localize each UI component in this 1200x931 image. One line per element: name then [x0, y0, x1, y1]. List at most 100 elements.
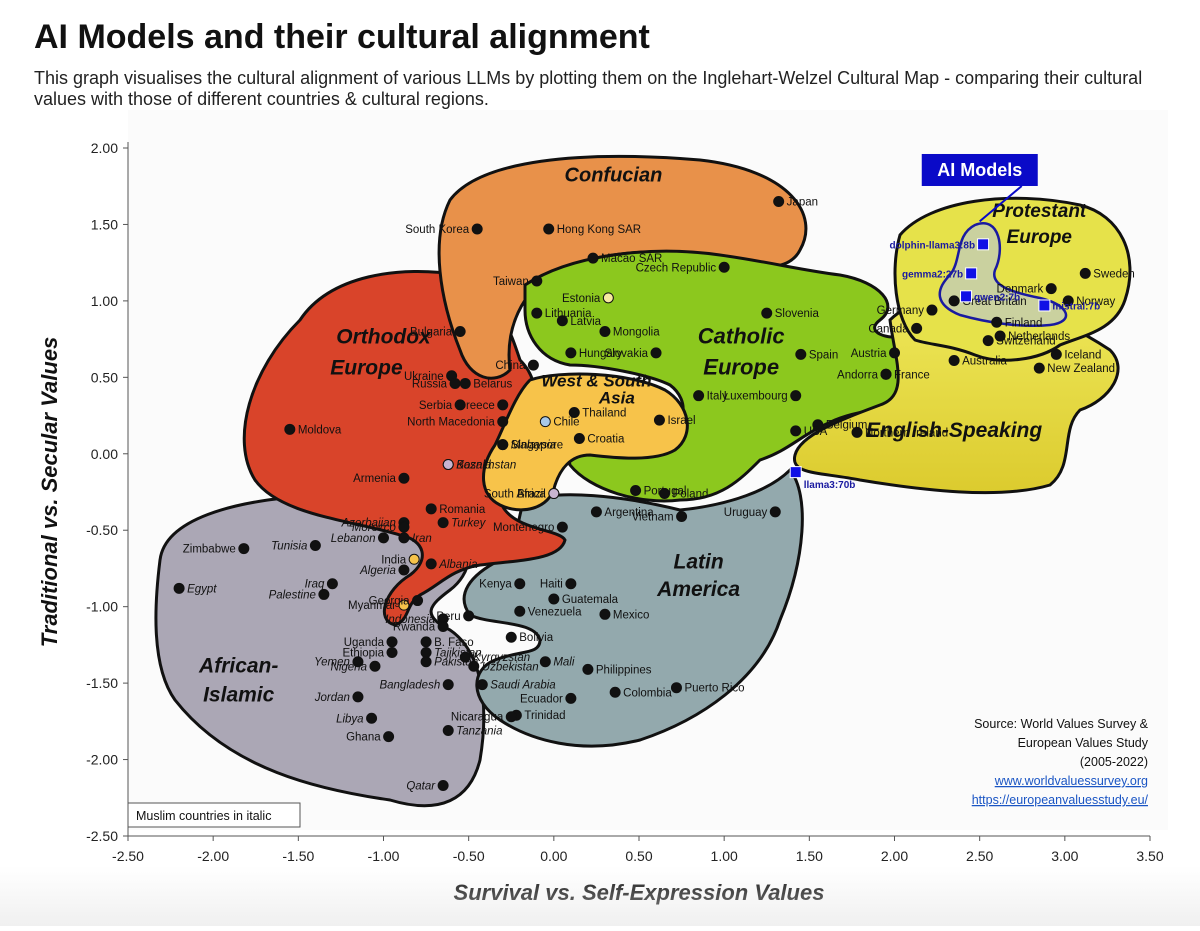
region-catholic-europe [523, 249, 956, 503]
country-dot [565, 347, 577, 359]
country-dot [454, 399, 466, 411]
country-dot [982, 335, 994, 347]
ai-model-marker [1038, 299, 1051, 312]
country-label: Serbia [419, 400, 453, 412]
country-dot [437, 780, 449, 792]
country-label: Czech Republic [636, 262, 717, 274]
region-label: Catholic [698, 324, 785, 349]
country-dot [1079, 267, 1091, 279]
y-tick-label: -2.50 [86, 828, 118, 844]
country-label: Nigeria [331, 661, 367, 673]
legend-note-box [127, 802, 301, 828]
country-label: Canada [868, 323, 909, 335]
country-label: Croatia [587, 433, 625, 445]
y-tick-label: 1.00 [91, 293, 118, 309]
country-label: Haiti [540, 579, 563, 591]
source-link[interactable]: www.worldvaluessurvey.org [994, 774, 1148, 788]
country-label: Algeria [359, 565, 396, 577]
country-dot [565, 578, 577, 590]
country-dot [531, 307, 543, 319]
country-label: Japan [787, 197, 818, 209]
source-text: (2005-2022) [1080, 755, 1148, 769]
x-tick-label: 2.50 [966, 848, 993, 864]
country-label: Israel [667, 415, 695, 427]
country-label: Tunisia [271, 541, 307, 553]
country-dot [425, 558, 437, 570]
source-link[interactable]: https://europeanvaluesstudy.eu/ [972, 793, 1149, 807]
x-axis-title: Survival vs. Self-Expression Values [454, 880, 825, 905]
country-dot [573, 432, 585, 444]
country-label: Norway [1076, 296, 1115, 308]
legend-note: Muslim countries in italic [136, 809, 271, 823]
country-label: Turkey [451, 518, 487, 530]
country-label: Lithuania [545, 308, 592, 320]
country-dot [889, 347, 900, 359]
country-dot [326, 578, 338, 590]
country-label: Rwanda [393, 622, 436, 634]
country-label: Hungary [579, 348, 623, 360]
y-tick-label: 0.00 [91, 446, 118, 462]
country-label: Australia [962, 356, 1007, 368]
country-label: Slovakia [605, 348, 649, 360]
ai-model-label: llama3:70b [804, 480, 856, 491]
y-tick-label: 1.50 [91, 216, 118, 232]
country-label: Colombia [623, 687, 672, 699]
country-label: B. Faso [434, 637, 474, 649]
country-label: Argentina [604, 507, 654, 519]
country-dot [459, 377, 471, 389]
country-dot [454, 325, 466, 337]
country-dot [587, 252, 599, 264]
country-label: France [894, 369, 930, 381]
country-dot [653, 414, 665, 426]
country-dot [284, 423, 296, 435]
country-dot [398, 472, 410, 484]
country-label: Palestine [269, 589, 316, 601]
country-label: Kenya [479, 579, 512, 591]
country-label: Nicaragua [451, 712, 504, 724]
country-dot [531, 275, 543, 287]
country-dot [880, 368, 892, 380]
country-label: Iran [412, 533, 432, 545]
country-dot [761, 307, 773, 319]
country-label: Armenia [353, 473, 396, 485]
country-dot [352, 656, 364, 668]
country-dot [851, 426, 863, 438]
source-text: Source: World Values Survey & [974, 717, 1149, 731]
country-label: Brazil [517, 489, 546, 501]
country-dot [497, 399, 509, 411]
country-label: Libya [336, 713, 364, 725]
country-dot [659, 488, 671, 500]
country-dot [582, 663, 594, 675]
country-dot [238, 543, 250, 555]
ai-model-label: qwen2:7b [974, 292, 1020, 303]
country-dot [539, 416, 551, 428]
country-dot [437, 621, 449, 633]
country-dot [568, 406, 580, 418]
x-tick-label: -2.00 [197, 848, 229, 864]
country-dot [476, 679, 488, 691]
country-dot [693, 390, 705, 402]
country-label: Ghana [346, 732, 381, 744]
y-tick-label: 2.00 [91, 140, 118, 156]
country-label: Latvia [570, 316, 601, 328]
x-tick-label: -2.50 [112, 848, 144, 864]
country-dot [514, 578, 526, 590]
country-dot [442, 679, 454, 691]
country-label: Venezuela [528, 606, 582, 618]
country-label: Slovenia [775, 308, 820, 320]
country-dot [309, 540, 321, 552]
country-dot [398, 564, 410, 576]
country-dot [599, 325, 611, 337]
country-label: Finland [1005, 317, 1043, 329]
country-dot [911, 322, 923, 334]
x-tick-label: -1.50 [282, 848, 314, 864]
country-dot [994, 330, 1006, 342]
country-dot [599, 608, 611, 620]
country-label: South Korea [405, 224, 470, 236]
country-label: Morocco [352, 522, 397, 534]
country-label: Indonesia [385, 614, 435, 626]
country-label: Bolivia [519, 632, 553, 644]
country-label: Saudi Arabia [490, 680, 555, 692]
